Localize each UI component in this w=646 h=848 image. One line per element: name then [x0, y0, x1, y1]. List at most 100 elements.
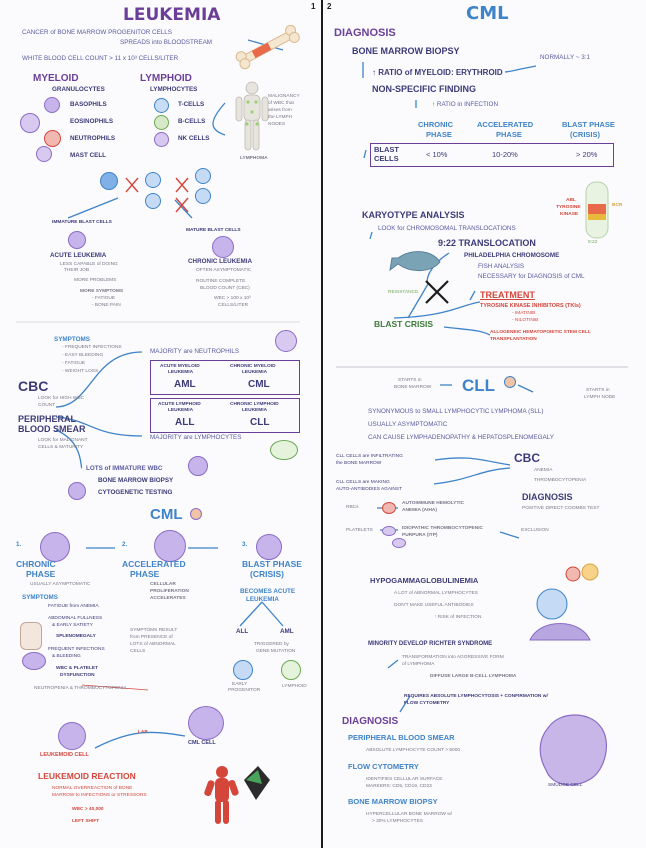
- cll-autoab: CLL CELLS are MAKING: [336, 480, 390, 485]
- abs-count: ABSOLUTE LYMPHOCYTE COUNT > 5000: [366, 748, 461, 753]
- neutrophil-icon: [44, 130, 61, 147]
- leukemoid-cell-label: LEUKEMOID CELL: [40, 752, 89, 758]
- intro-line-1: CANCER of BONE MARROW PROGENITOR CELLS: [22, 29, 172, 36]
- cll-title: CLL: [462, 376, 496, 395]
- cell-icon: [145, 172, 161, 188]
- phase-header: CHRONIC: [418, 120, 453, 129]
- chronic-phase-note: USUALLY ASYMPTOMATIC: [30, 582, 91, 587]
- cml-symptom: SPLENOMEGALY: [56, 634, 96, 639]
- acute-point: MORE SYMPTOMS: [80, 289, 124, 294]
- malignancy-note: MALIGNANCY: [268, 94, 300, 99]
- bcr-label: BCR: [612, 203, 623, 208]
- intro-line-1b: SPREADS into BLOODSTREAM: [120, 39, 213, 46]
- cml-label: LEUKEMIA: [242, 370, 268, 375]
- accelerated-phase-cell-icon: [154, 530, 186, 562]
- person-icon: [190, 508, 202, 520]
- leukemoid-reaction-def: MARROW to INFECTIONS or STRESSORS: [52, 793, 147, 798]
- pbs-title: PERIPHERAL: [18, 414, 77, 424]
- mast-cell-icon: [36, 146, 52, 162]
- early-progenitor-label: PROGENITOR: [228, 688, 261, 693]
- early-progenitor-label: EARLY: [232, 682, 248, 687]
- intro-line-2: WHITE BLOOD CELL COUNT > 11 x 10³ CELLS/…: [22, 55, 179, 62]
- cll-infiltrating: CLL CELLS are INFILTRATING: [336, 454, 403, 459]
- becomes-acute: BECOMES ACUTE: [240, 588, 296, 595]
- nk-cell-icon: [154, 132, 169, 147]
- lymphoid-title: LYMPHOID: [140, 73, 192, 84]
- cll-thrombo: THROMBOCYTOPENIA: [534, 478, 587, 483]
- page-number-left: 1: [311, 2, 316, 11]
- acute-leukemia-title: ACUTE LEUKEMIA: [50, 252, 107, 259]
- blast-crisis-label: BLAST CRISIS: [374, 319, 434, 329]
- phase-header: (CRISIS): [570, 130, 600, 139]
- chronic-phase-title: CHRONIC: [16, 559, 56, 569]
- all-label: LEUKEMIA: [168, 408, 194, 413]
- b-cell-icon: [154, 115, 169, 130]
- lymphoid-item: T-CELLS: [178, 101, 205, 108]
- lymphoid-cell-icon: [281, 660, 301, 680]
- cml-symptom: FATIGUE from ANEMIA: [48, 604, 99, 609]
- aml-label: LEUKEMIA: [168, 370, 194, 375]
- cll-infiltrating: the BONE MARROW: [336, 461, 382, 466]
- symptom-item: - EASY BLEEDING: [62, 353, 104, 358]
- abl-label: KINASE: [560, 212, 579, 217]
- myeloid-leukemia-box: [150, 360, 300, 395]
- myeloid-sub: GRANULOCYTES: [52, 86, 105, 93]
- cml-symptom: DYSFUNCTION: [60, 673, 95, 678]
- acute-point: - BONE PAIN: [92, 303, 121, 308]
- blast-all: ALL: [236, 628, 249, 635]
- accelerated-note: PROLIFERATION: [150, 589, 189, 594]
- myeloid-item: NEUTROPHILS: [70, 135, 116, 142]
- accelerated-phase-title: PHASE: [130, 569, 160, 579]
- transplant-label: TRANSPLANTATION: [490, 337, 537, 342]
- aiha-label: ANEMIA (AIHA): [402, 508, 437, 513]
- myeloid-title: MYELOID: [33, 73, 79, 84]
- cll-cbc: CBC: [514, 451, 540, 465]
- pbs-label: PERIPHERAL BLOOD SMEAR: [348, 733, 455, 742]
- all-label: ACUTE LYMPHOID: [158, 402, 201, 407]
- symptoms-title: SYMPTOMS: [54, 336, 90, 343]
- ratio-infection: ↑ RATIO in INFECTION: [432, 101, 499, 108]
- triggered-note: TRIGGERED by: [254, 642, 289, 647]
- cml-symptom: & EARLY SATIETY: [52, 623, 93, 628]
- mature-blast-icon: [212, 236, 234, 258]
- lymphocyte-icon: [270, 440, 298, 460]
- leukemoid-reaction-title: LEUKEMOID REACTION: [38, 771, 136, 781]
- cml-cell-icon: [188, 706, 224, 740]
- blast-aml: AML: [280, 628, 294, 635]
- itp-label: IDIOPATHIC THROMBOCYTOPENIC: [402, 526, 484, 531]
- abl-label: ABL: [566, 198, 576, 203]
- cml-symptom-note: LOTS of ABNORMAL: [130, 642, 176, 647]
- no-useful-antibodies: DON'T MAKE USEFUL ANTIBODIES: [394, 603, 474, 608]
- philadelphia-label: PHILADELPHIA CHROMOSOME: [464, 252, 560, 259]
- cll-label: CHRONIC LYMPHOID: [230, 402, 279, 407]
- cll-asymptomatic: USUALLY ASYMPTOMATIC: [368, 421, 448, 428]
- lymphoid-leukemia-box: [150, 398, 300, 433]
- coombs-test: POSITIVE DIRECT COOMBS TEST: [522, 506, 600, 511]
- cll-abbr: CLL: [250, 417, 270, 428]
- cll-diagnosis-2: DIAGNOSIS: [342, 716, 399, 727]
- platelets-label: PLATELETS: [346, 528, 373, 533]
- nonspecific-finding: NON-SPECIFIC FINDING: [372, 84, 477, 94]
- blast-cells-label: CELLS: [374, 154, 399, 163]
- acute-point: MORE PROBLEMS: [74, 278, 117, 283]
- eosinophil-icon: [20, 113, 40, 133]
- immature-line-3: CYTOGENETIC TESTING: [98, 489, 173, 496]
- cbc-title: CBC: [18, 378, 49, 394]
- flow-identifies: MARKERS: CD5, CD19, CD23: [366, 784, 432, 789]
- leukemia-title: LEUKEMIA: [123, 5, 221, 25]
- starts-lymph-node: LYMPH NODE: [584, 395, 616, 400]
- immature-line-2: BONE MARROW BIOPSY: [98, 477, 174, 484]
- pbs-title: BLOOD SMEAR: [18, 424, 86, 434]
- cll-synonymous: SYNONYMOUS to SMALL LYMPHOCYTIC LYMPHOMA…: [368, 408, 544, 415]
- itp-label: PURPURA (ITP): [402, 533, 438, 538]
- treatment-title: TREATMENT: [480, 290, 535, 300]
- blast-value: > 20%: [576, 150, 598, 159]
- all-abbr: ALL: [175, 417, 195, 428]
- blast-value: 10-20%: [492, 150, 518, 159]
- triggered-note: GENE MUTATION: [256, 649, 296, 654]
- phase-header: PHASE: [426, 130, 452, 139]
- starts-bone-marrow: BONE MARROW: [394, 385, 432, 390]
- cell-icon: [195, 168, 211, 184]
- cml-symptom: ABDOMINAL FULLNESS: [48, 616, 103, 621]
- cml-symptom: WBC & PLATELET: [56, 666, 99, 671]
